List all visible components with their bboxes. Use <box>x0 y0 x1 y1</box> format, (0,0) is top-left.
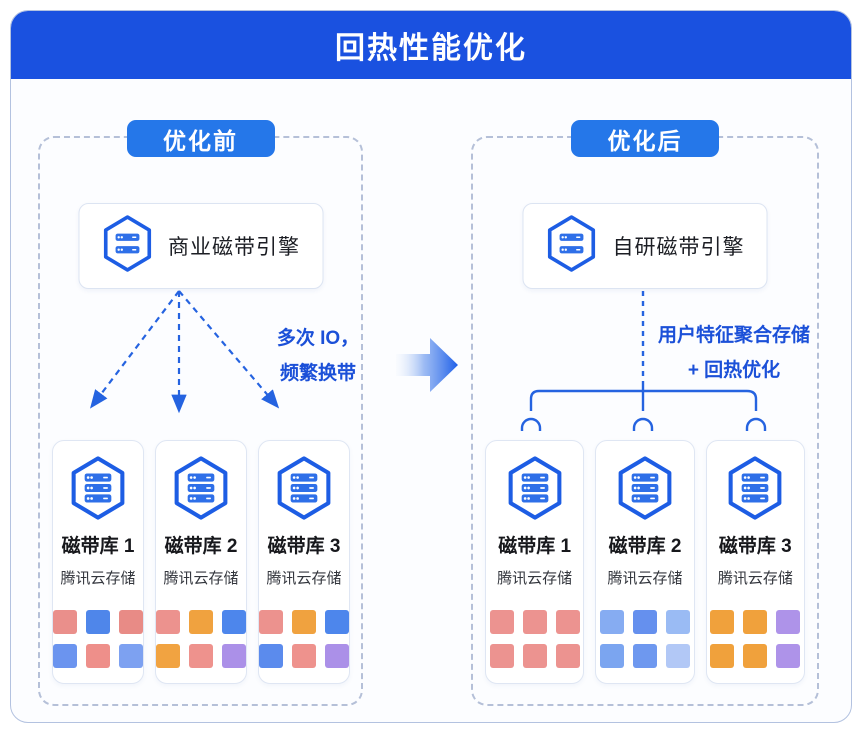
library-name: 磁带库 1 <box>61 536 135 557</box>
data-block <box>776 610 801 634</box>
library-provider: 腾讯云存储 <box>717 570 793 587</box>
data-block <box>119 644 143 668</box>
annotation-after-line2: + 回热优化 <box>687 360 781 382</box>
data-block <box>325 610 349 634</box>
tape-library-icon <box>506 456 564 525</box>
data-block <box>222 644 246 668</box>
engine-box-before: 商业磁带引擎 <box>78 203 323 289</box>
data-block <box>189 644 213 668</box>
engine-label-before: 商业磁带引擎 <box>168 236 300 259</box>
library-box: 磁带库 3 腾讯云存储 <box>258 440 350 684</box>
tape-library-icon <box>172 456 230 525</box>
data-block <box>599 644 624 668</box>
data-block <box>710 610 735 634</box>
annotation-after: 用户特征聚合存储 + 回热优化 <box>653 318 815 388</box>
data-block <box>743 644 768 668</box>
library-row-before: 磁带库 1 腾讯云存储 <box>40 440 361 684</box>
library-name: 磁带库 2 <box>608 536 682 557</box>
data-block-grid <box>53 610 143 668</box>
badge-after: 优化后 <box>571 120 719 157</box>
library-name: 磁带库 2 <box>164 536 238 557</box>
data-block <box>292 644 316 668</box>
data-block <box>86 610 110 634</box>
annotation-before-line2: 频繁换带 <box>279 363 356 385</box>
data-block <box>632 644 657 668</box>
data-block <box>522 610 547 634</box>
library-name: 磁带库 3 <box>718 536 792 557</box>
data-block <box>489 644 514 668</box>
data-block <box>665 644 690 668</box>
annotation-before-line1: 多次 IO， <box>276 328 360 349</box>
data-block <box>632 610 657 634</box>
engine-label-after: 自研磁带引擎 <box>612 236 745 259</box>
tape-library-icon <box>726 456 784 525</box>
library-name: 磁带库 1 <box>498 536 572 557</box>
data-block <box>776 644 801 668</box>
data-block-grid <box>710 610 801 668</box>
flow-arrow-icon <box>396 338 458 392</box>
library-box: 磁带库 1 腾讯云存储 <box>52 440 144 684</box>
data-block <box>222 610 246 634</box>
data-block-grid <box>156 610 246 668</box>
badge-before: 优化前 <box>126 120 275 157</box>
data-block <box>489 610 514 634</box>
library-box: 磁带库 1 腾讯云存储 <box>485 440 585 684</box>
library-box: 磁带库 2 腾讯云存储 <box>155 440 247 684</box>
engine-box-after: 自研磁带引擎 <box>522 203 768 289</box>
data-block <box>86 644 110 668</box>
data-block <box>53 644 77 668</box>
library-box: 磁带库 2 腾讯云存储 <box>595 440 695 684</box>
tape-library-icon <box>616 456 674 525</box>
tape-engine-icon <box>101 215 153 277</box>
data-block <box>259 644 283 668</box>
diagram-card: 回热性能优化 优化前 <box>10 10 852 723</box>
library-provider: 腾讯云存储 <box>60 570 136 587</box>
data-block <box>522 644 547 668</box>
data-block <box>743 610 768 634</box>
panel-before: 优化前 商业磁带引擎 <box>38 120 363 706</box>
data-block <box>555 644 580 668</box>
tape-library-icon <box>275 456 333 525</box>
data-block-grid <box>259 610 349 668</box>
tape-engine-icon <box>546 215 598 277</box>
data-block <box>710 644 735 668</box>
data-block <box>665 610 690 634</box>
data-block <box>189 610 213 634</box>
annotation-before: 多次 IO， 频繁换带 <box>268 321 368 391</box>
library-provider: 腾讯云存储 <box>266 570 342 587</box>
data-block-grid <box>599 610 690 668</box>
data-block <box>599 610 624 634</box>
data-block <box>53 610 77 634</box>
library-name: 磁带库 3 <box>267 536 341 557</box>
data-block <box>156 644 180 668</box>
panel-after: 优化后 自研磁带引擎 <box>471 120 819 706</box>
library-provider: 腾讯云存储 <box>497 570 573 587</box>
library-provider: 腾讯云存储 <box>607 570 683 587</box>
data-block-grid <box>489 610 580 668</box>
diagram-title: 回热性能优化 <box>335 32 527 65</box>
tape-library-icon <box>69 456 127 525</box>
data-block <box>325 644 349 668</box>
library-box: 磁带库 3 腾讯云存储 <box>705 440 805 684</box>
data-block <box>259 610 283 634</box>
library-provider: 腾讯云存储 <box>163 570 239 587</box>
data-block <box>156 610 180 634</box>
data-block <box>292 610 316 634</box>
diagram-header: 回热性能优化 <box>11 11 851 79</box>
data-block <box>119 610 143 634</box>
library-row-after: 磁带库 1 腾讯云存储 <box>473 440 817 684</box>
data-block <box>555 610 580 634</box>
annotation-after-line1: 用户特征聚合存储 <box>657 325 810 346</box>
